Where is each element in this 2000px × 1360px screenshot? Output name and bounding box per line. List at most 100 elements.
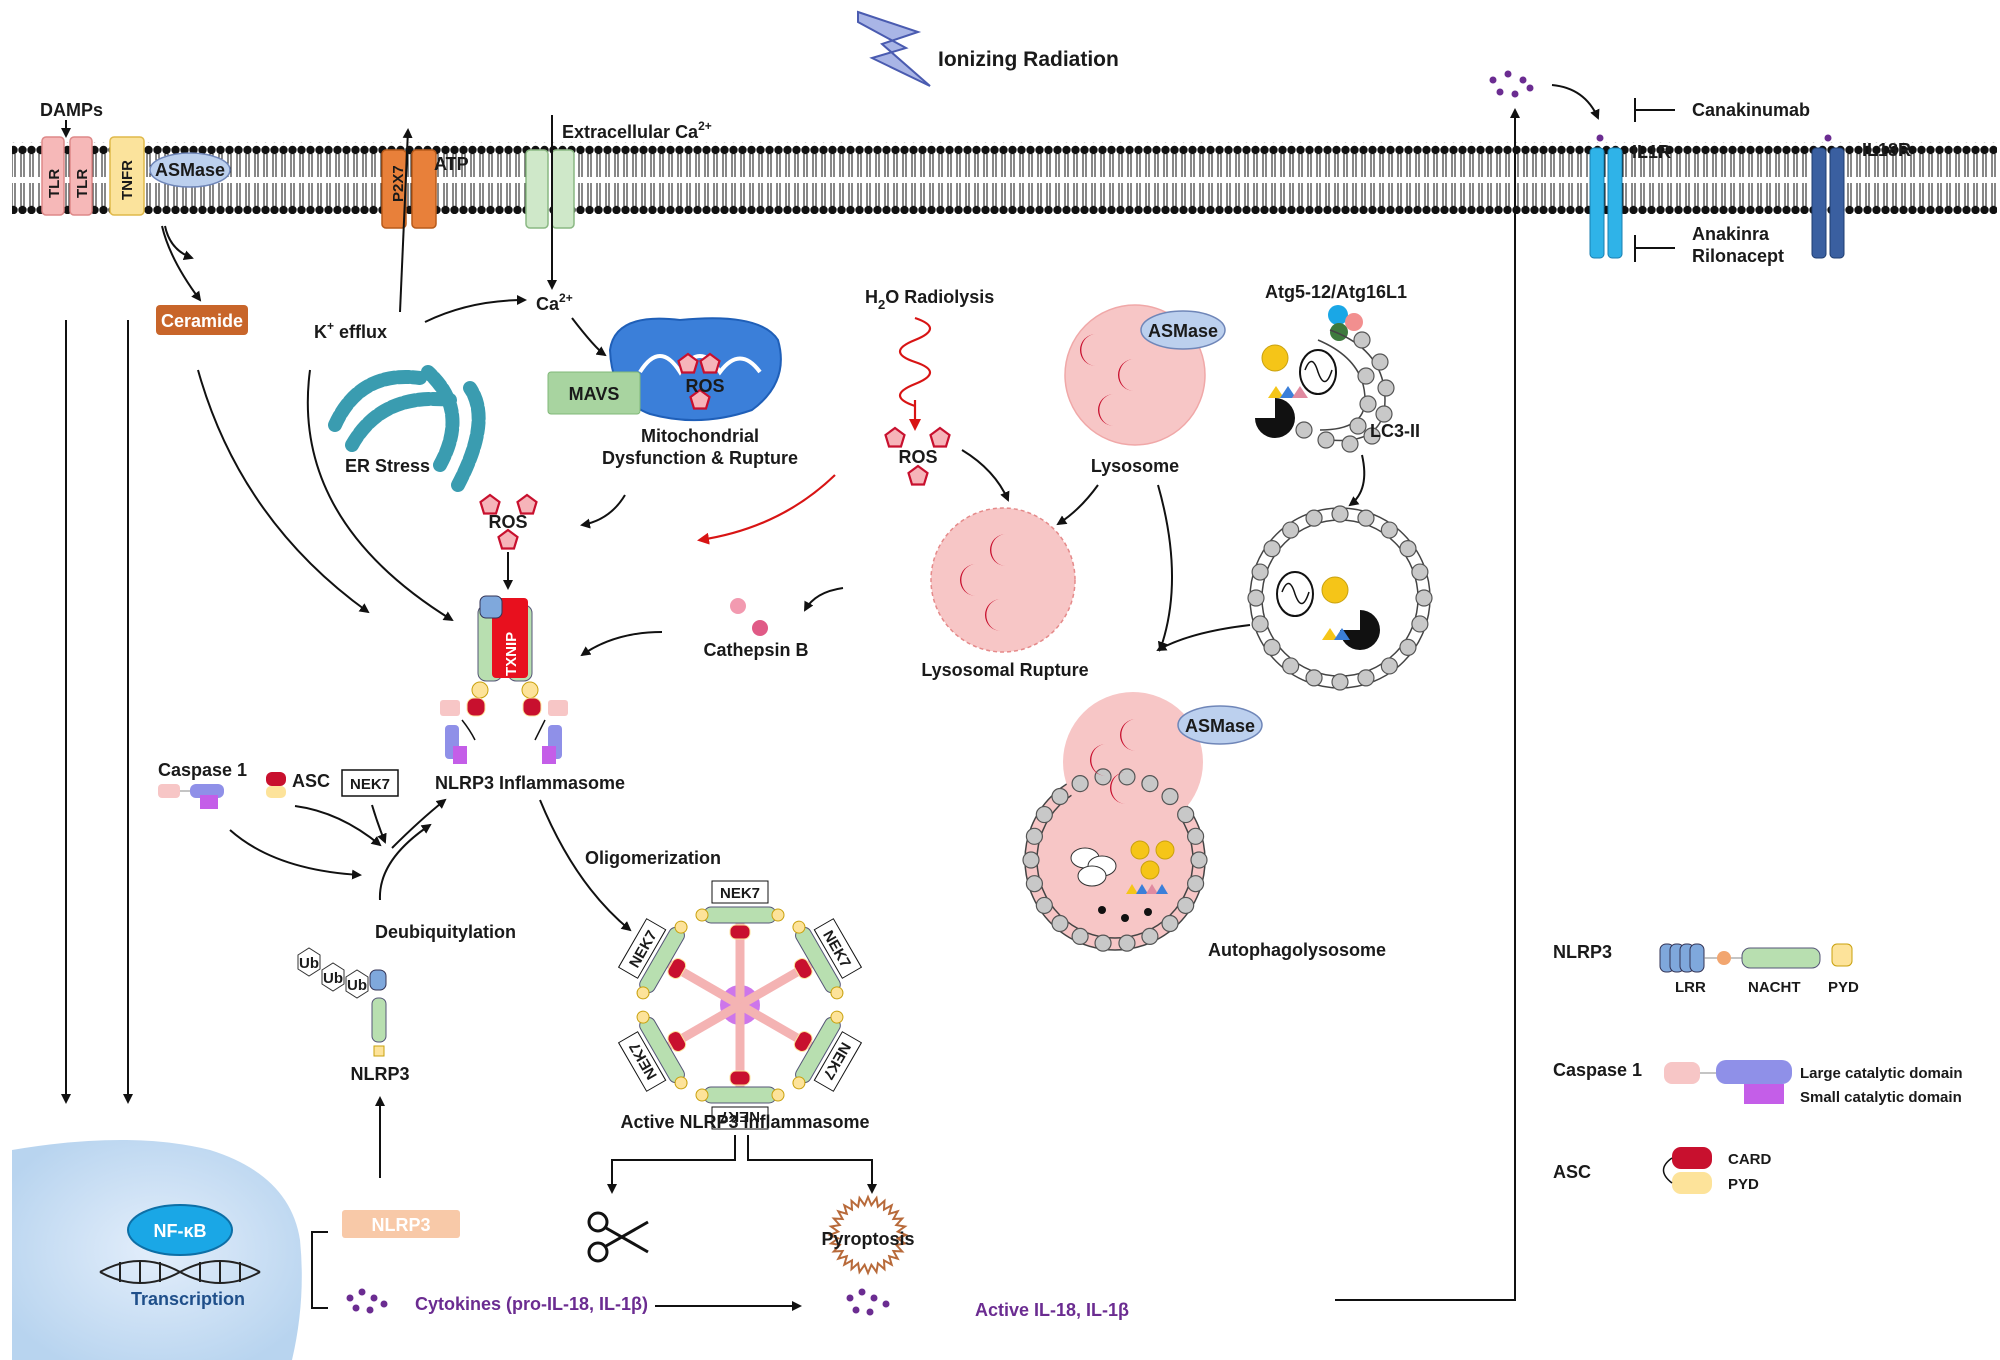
nlrp3-monomer — [369, 969, 387, 1057]
caspase1-card-domain — [158, 784, 180, 798]
mito-label-1: Mitochondrial — [641, 426, 759, 446]
il1r-receptor-1 — [1589, 147, 1605, 259]
legend-nacht-label: NACHT — [1748, 979, 1801, 996]
txnip-label: TXNIP — [503, 632, 520, 676]
ros-label-h2o: ROS — [898, 447, 937, 467]
cytokines-label: Cytokines (pro-IL-18, IL-1β) — [415, 1294, 648, 1314]
pyroptosis-cell-icon — [827, 1194, 909, 1276]
ros-icon-1 — [479, 493, 501, 515]
legend-lrr-label: LRR — [1675, 979, 1706, 996]
damps-label: DAMPs — [40, 100, 103, 120]
dna-helix-icon — [99, 1260, 261, 1284]
mitochondrion-cargo-icon — [1299, 349, 1337, 395]
ub-label-1: Ub — [299, 955, 319, 972]
nek7-ring-label: NEK7 — [720, 1108, 760, 1125]
tlr-label-2: TLR — [74, 169, 91, 198]
il18-ligand-dot — [1824, 134, 1832, 142]
legend-asc-title: ASC — [1553, 1162, 1591, 1182]
il1r-label: IL1R — [1632, 142, 1671, 162]
caspase1-label: Caspase 1 — [158, 760, 247, 780]
mavs-box — [547, 371, 641, 415]
cytokine-dots-2 — [846, 1288, 890, 1316]
legend-small-domain — [1744, 1084, 1784, 1104]
nlrp3-transcript-box — [342, 1210, 460, 1238]
il18r-receptor-1 — [1811, 147, 1827, 259]
caspase1-large-domain — [190, 784, 224, 798]
h2o-radiolysis-label: H2O Radiolysis — [865, 287, 994, 312]
pyroptosis-label: Pyroptosis — [821, 1229, 914, 1249]
legend-pyd-square — [1831, 943, 1853, 967]
deubiquitylation-label: Deubiquitylation — [375, 922, 516, 942]
nlrp3-label: NLRP3 — [350, 1064, 409, 1084]
nfkb-label: NF-κB — [153, 1221, 206, 1241]
legend-pyd-label: PYD — [1828, 979, 1859, 996]
ros-icon-h2o-1 — [884, 426, 906, 448]
canakinumab-label: Canakinumab — [1692, 100, 1810, 120]
asc-card — [266, 772, 286, 786]
legend-asc-card — [1672, 1147, 1712, 1169]
legend-card-label: CARD — [1728, 1151, 1771, 1168]
nlrp3-inflammasome-complex: TXNIP — [440, 595, 568, 764]
legend-nacht-bar — [1741, 947, 1821, 969]
cell-membrane — [12, 142, 1997, 214]
cathepsin-dot-1 — [730, 598, 746, 614]
tlr-label-1: TLR — [46, 169, 63, 198]
tnfr-label: TNFR — [119, 160, 136, 200]
cathepsin-b-label: Cathepsin B — [703, 640, 808, 660]
er-stress-label: ER Stress — [345, 456, 430, 476]
ub-label-2: Ub — [323, 970, 343, 987]
calcium-label: Ca2+ — [536, 291, 573, 314]
cytokine-dots-top — [1489, 70, 1534, 98]
legend: NLRP3 LRR NACHT PYD Caspase 1 Large cata… — [1553, 942, 1963, 1194]
cytokine-dots-1 — [346, 1288, 388, 1314]
legend-caspase1-card — [1664, 1062, 1700, 1084]
p2x7-channel-2 — [411, 149, 437, 229]
calcium-channel-2 — [551, 149, 575, 229]
nek7-ring-label: NEK7 — [720, 885, 760, 902]
ionizing-radiation-label: Ionizing Radiation — [938, 48, 1119, 71]
ruptured-lysosome — [930, 507, 1076, 653]
phagophore-membrane — [1295, 329, 1395, 453]
lysosomal-rupture-label: Lysosomal Rupture — [921, 660, 1088, 680]
autophagolysosome — [1024, 692, 1206, 951]
radiolysis-wave — [898, 316, 932, 408]
autophagolysosome-label: Autophagolysosome — [1208, 940, 1386, 960]
ros-label-main: ROS — [488, 512, 527, 532]
aps-yellow-circle — [1321, 576, 1349, 604]
nlrp3-transcript-label: NLRP3 — [371, 1215, 430, 1235]
mavs-label: MAVS — [569, 384, 620, 404]
asmase-membrane — [149, 152, 231, 188]
legend-nlrp3-title: NLRP3 — [1553, 942, 1612, 962]
legend-asc-pyd — [1672, 1172, 1712, 1194]
cargo-black-pie — [1255, 398, 1295, 438]
nlrp3-inflammasome-label: NLRP3 Inflammasome — [435, 773, 625, 793]
asmase-label-3: ASMase — [1185, 716, 1255, 736]
radiation-bolt-icon — [857, 10, 931, 87]
lysosome-label: Lysosome — [1091, 456, 1179, 476]
caspase1-small-domain — [200, 795, 218, 809]
atg-complex-pink — [1345, 313, 1363, 331]
rilonacept-label: Rilonacept — [1692, 246, 1784, 266]
ros-icon-2 — [516, 493, 538, 515]
extracellular-calcium-label: Extracellular Ca2+ — [562, 119, 712, 142]
calcium-channel-1 — [525, 149, 549, 229]
tnfr-receptor — [109, 136, 145, 216]
autophagolysosome-cargo — [1070, 840, 1175, 922]
legend-large-domain — [1716, 1060, 1792, 1084]
il18r-label: IL18R — [1862, 140, 1911, 160]
ros-icon-h2o-3 — [907, 464, 929, 486]
nek7-label: NEK7 — [350, 776, 390, 793]
active-inflammasome-label: Active NLRP3 Inflammasome — [620, 1112, 869, 1132]
il18r-receptor-2 — [1829, 147, 1845, 259]
er-stress-organelle — [328, 365, 486, 492]
legend-asc-pyd-label: PYD — [1728, 1176, 1759, 1193]
atp-label: ATP — [434, 154, 469, 174]
tlr-receptor-2 — [69, 136, 93, 216]
asmase-autophagolysosome — [1177, 705, 1263, 745]
ros-icon-3 — [497, 528, 519, 550]
asc-label: ASC — [292, 771, 330, 791]
ubiquitin-chain: Ub Ub Ub — [297, 947, 369, 999]
atg-label: Atg5-12/Atg16L1 — [1265, 282, 1407, 302]
